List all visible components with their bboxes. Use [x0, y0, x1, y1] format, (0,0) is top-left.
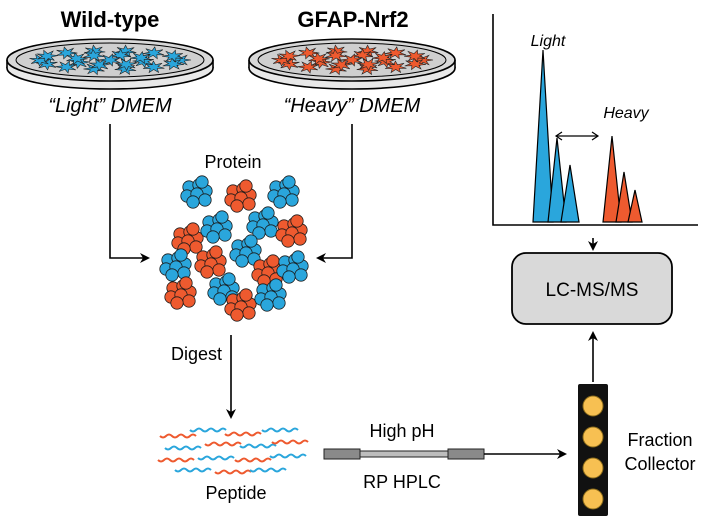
- light-peak-2: [547, 137, 567, 223]
- mass-spectrum: Light Heavy: [492, 14, 698, 226]
- protein-molecule: [229, 234, 262, 268]
- hplc-top-label: High pH: [369, 421, 434, 441]
- protein-label: Protein: [204, 152, 261, 172]
- peptide-strand: [224, 431, 262, 437]
- peptide-strand: [261, 427, 299, 433]
- heavy-peak-1: [602, 135, 622, 223]
- fraction-collector: [578, 384, 608, 516]
- wild-type-title: Wild-type: [61, 7, 160, 32]
- heavy-peak-3: [627, 189, 643, 223]
- protein-molecule: [224, 288, 257, 322]
- protein-molecule: [276, 250, 309, 284]
- hplc-bottom-label: RP HPLC: [363, 472, 441, 492]
- peptide-label: Peptide: [205, 483, 266, 503]
- heavy-medium-label: “Heavy” DMEM: [284, 95, 421, 117]
- protein-molecule: [200, 210, 233, 244]
- peptide-mixture: [157, 427, 309, 475]
- peptide-strand: [239, 443, 277, 449]
- spectrum-axes: [492, 14, 698, 226]
- peptide-strand: [197, 455, 235, 461]
- protein-mixture: [159, 175, 309, 322]
- protein-molecule: [164, 276, 197, 310]
- light-culture-dish: [6, 38, 214, 90]
- light-to-protein-arrow: [109, 124, 150, 263]
- protein-molecule: [194, 245, 227, 279]
- fraction-tube: [582, 395, 604, 417]
- protein-molecule: [275, 214, 308, 248]
- protein-molecule: [251, 254, 284, 288]
- peptide-strand: [234, 457, 272, 463]
- peptide-strand: [189, 427, 227, 433]
- peptide-strand: [269, 453, 307, 459]
- protein-molecule: [171, 222, 204, 256]
- collector-label: Collector: [624, 454, 695, 474]
- protein-molecule: [246, 206, 279, 240]
- gfap-nrf2-title: GFAP-Nrf2: [297, 7, 408, 32]
- fraction-tube: [582, 457, 604, 479]
- fraction-tube: [582, 426, 604, 448]
- peptide-strand: [271, 439, 309, 445]
- light-spectrum-label: Light: [531, 33, 566, 50]
- peptide-strand: [159, 433, 197, 439]
- peptide-strand: [249, 467, 287, 473]
- protein-molecule: [180, 175, 213, 209]
- peptide-strand: [204, 441, 242, 447]
- peptide-strand: [214, 469, 252, 475]
- peptide-strand: [174, 467, 212, 473]
- protein-molecule: [224, 179, 257, 213]
- lcms-box: [511, 252, 673, 325]
- hplc-column: [323, 448, 485, 460]
- digest-label: Digest: [171, 344, 222, 364]
- fraction-label: Fraction: [627, 430, 692, 450]
- protein-molecule: [254, 278, 287, 312]
- peptide-strand: [164, 445, 202, 451]
- protein-molecule: [159, 248, 192, 282]
- heavy-culture-dish: [248, 38, 456, 90]
- protein-molecule: [267, 175, 300, 209]
- fraction-tube: [582, 488, 604, 510]
- heavy-spectrum-label: Heavy: [603, 105, 649, 122]
- light-peak-3: [560, 164, 580, 223]
- heavy-to-protein-arrow: [316, 124, 353, 263]
- light-peak-1: [532, 49, 554, 223]
- light-medium-label: “Light” DMEM: [48, 95, 172, 117]
- lcms-label: LC-MS/MS: [546, 280, 639, 301]
- heavy-peak-2: [615, 171, 633, 223]
- peptide-strand: [157, 457, 195, 463]
